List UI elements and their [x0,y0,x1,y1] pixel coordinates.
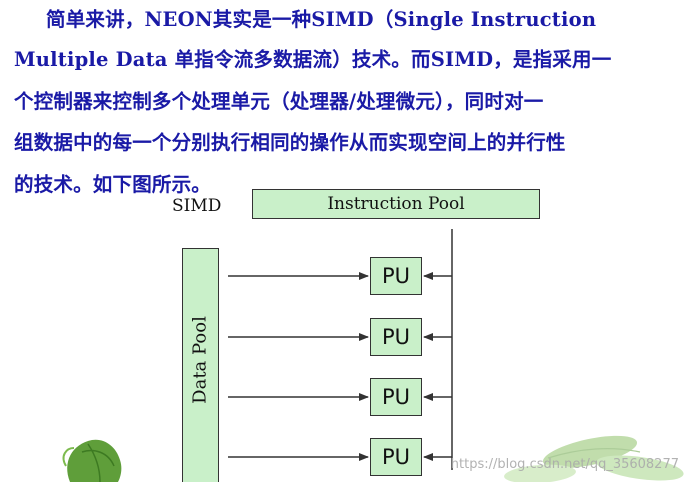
paragraph-line-3: 个控制器来控制多个处理单元（处理器/处理微元），同时对一 [14,90,544,113]
processing-unit-4: PU [370,438,422,476]
paragraph-line-5: 的技术。如下图所示。 [14,173,212,196]
leaves-decoration-icon [504,435,684,482]
paragraph-line-2: Multiple Data 单指令流多数据流）技术。而SIMD，是指采用一 [14,48,612,71]
paragraph-line-1: 简单来讲，NEON其实是一种SIMD（Single Instruction [46,8,597,31]
data-pool-box [182,248,219,482]
leaf-decoration-icon [62,439,122,482]
watermark-text: https://blog.csdn.net/qq_35608277 [450,457,679,472]
processing-unit-2: PU [370,318,422,356]
instruction-pool-box: Instruction Pool [252,189,540,219]
processing-unit-1: PU [370,257,422,295]
processing-unit-3: PU [370,378,422,416]
data-pool-label: Data Pool [189,316,211,404]
paragraph-line-4: 组数据中的每一个分别执行相同的操作从而实现空间上的并行性 [14,131,566,154]
simd-label: SIMD [172,196,222,216]
